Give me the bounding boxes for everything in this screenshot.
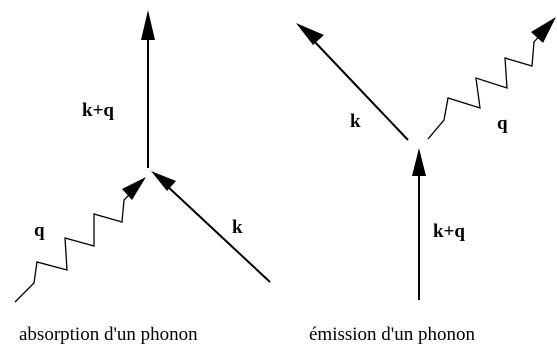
arrowhead-k-plus-q (412, 148, 426, 176)
arrowhead-q (531, 17, 556, 43)
label-q-absorption: q (34, 220, 45, 241)
caption-emission: émission d'un phonon (309, 324, 475, 345)
arrowhead-k (296, 23, 324, 45)
electron-line-k (165, 184, 271, 283)
label-k-plus-q-absorption: k+q (82, 100, 114, 121)
arrowhead-k (151, 171, 176, 191)
arrowhead-q (122, 177, 146, 200)
label-k-emission: k (350, 111, 361, 132)
absorption-diagram: k+q q k absorption d'un phonon (14, 10, 271, 345)
electron-line-k (312, 39, 409, 141)
label-k-plus-q-emission: k+q (433, 221, 465, 242)
label-k-absorption: k (232, 217, 243, 238)
emission-diagram: k q k+q émission d'un phonon (296, 17, 556, 345)
arrowhead-k-plus-q (141, 10, 155, 40)
phonon-line-q (427, 33, 542, 140)
caption-absorption: absorption d'un phonon (19, 324, 198, 345)
label-q-emission: q (497, 113, 508, 134)
phonon-line-q (14, 191, 133, 303)
